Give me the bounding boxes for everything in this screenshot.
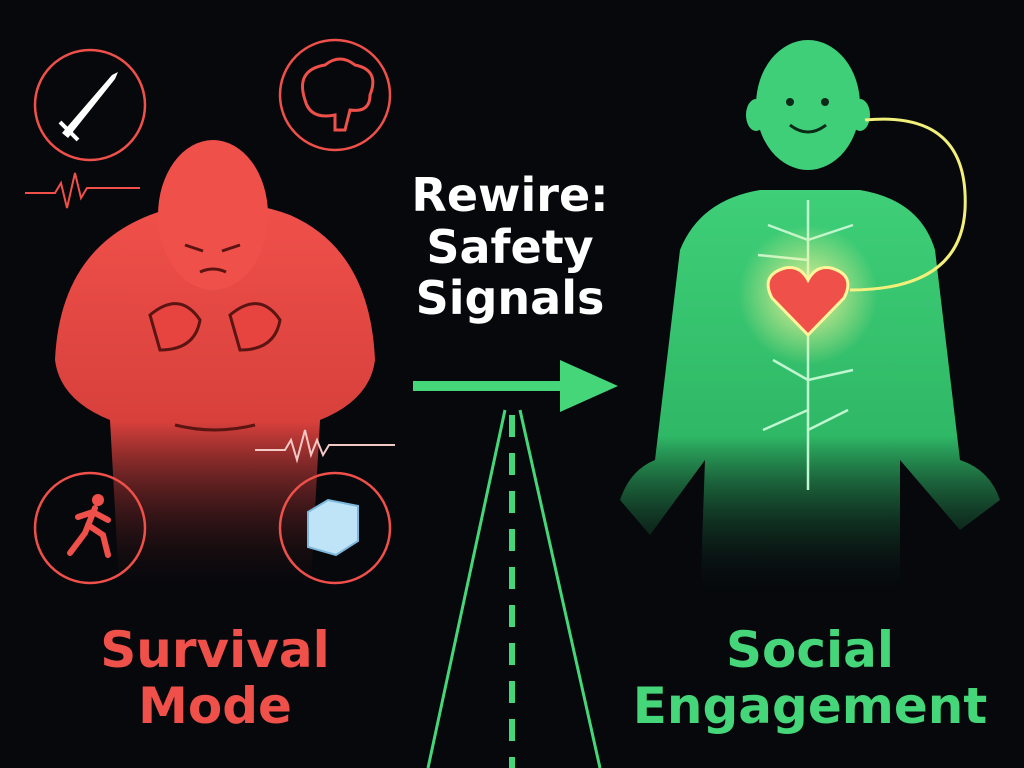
heart-icon (766, 266, 850, 338)
survival-mode-label: Survival Mode (70, 622, 360, 734)
rewire-safety-signals-title: Rewire: Safety Signals (395, 168, 625, 326)
rewire-arrow (413, 360, 618, 412)
social-engagement-label: Social Engagement (600, 622, 1020, 734)
road (426, 409, 602, 768)
brain-icon (278, 38, 392, 152)
social-engagement-figure (620, 40, 1000, 600)
ice-cube-icon (278, 471, 392, 585)
label-line: Mode (138, 677, 292, 735)
title-line: Signals (415, 271, 605, 326)
label-line: Social (725, 621, 895, 679)
label-line: Engagement (632, 677, 988, 735)
title-line: Rewire: (411, 168, 609, 222)
running-person-icon (33, 471, 147, 585)
label-line: Survival (100, 621, 330, 679)
survival-figure (55, 140, 375, 600)
sword-icon (33, 48, 147, 162)
heartbeat-line-icon (255, 429, 395, 464)
title-line: Safety (426, 219, 594, 274)
heartbeat-line-icon (25, 172, 140, 209)
